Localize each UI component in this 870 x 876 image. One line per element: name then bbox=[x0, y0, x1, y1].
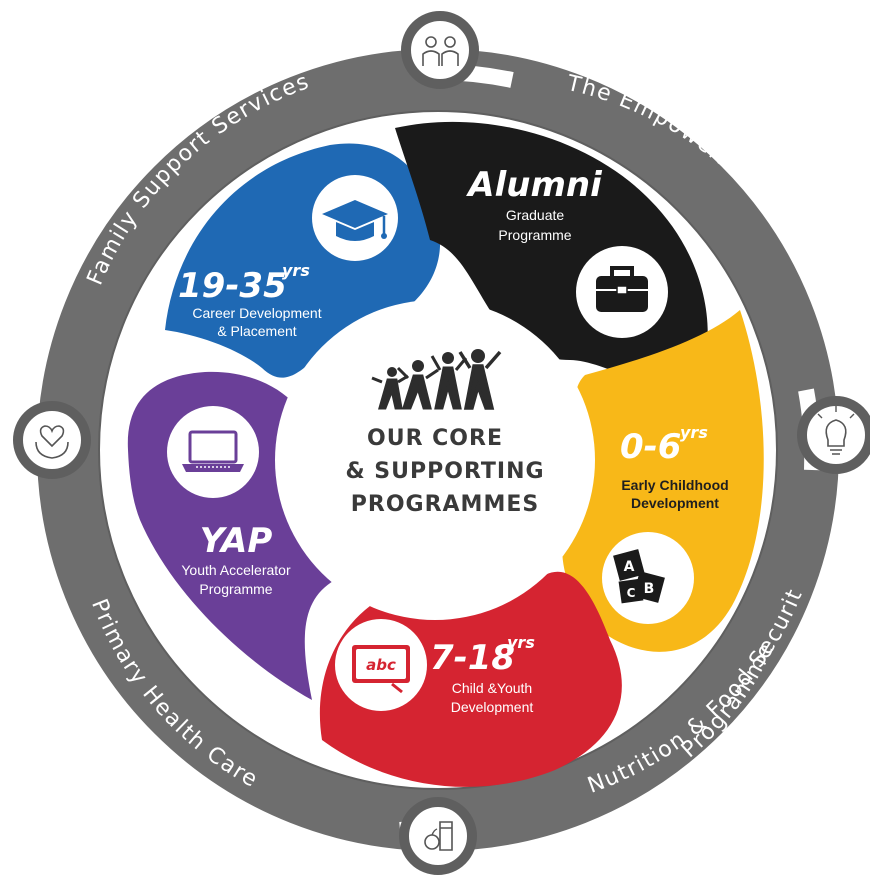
yap-line2: Programme bbox=[199, 581, 272, 597]
yap-title: YAP bbox=[200, 521, 273, 561]
svg-text:A: A bbox=[624, 559, 635, 575]
ecd-line1: Early Childhood bbox=[621, 477, 728, 493]
laptop-icon bbox=[167, 406, 259, 498]
ecd-unit: yrs bbox=[680, 423, 708, 442]
chalkboard-abc-icon: abc bbox=[335, 619, 427, 711]
career-line1: Career Development bbox=[192, 305, 321, 321]
center-disc bbox=[275, 300, 595, 620]
svg-text:B: B bbox=[644, 581, 655, 597]
career-age: 19-35 bbox=[178, 266, 287, 306]
dancing-figures-icon bbox=[371, 349, 502, 410]
briefcase-icon bbox=[576, 246, 668, 338]
child-age: 7-18 bbox=[430, 638, 515, 678]
child-unit: yrs bbox=[507, 633, 535, 652]
center-title-line3: PROGRAMMES bbox=[351, 492, 539, 517]
graduation-cap-icon bbox=[312, 175, 398, 261]
career-unit: yrs bbox=[282, 261, 310, 280]
ecd-age: 0-6 bbox=[620, 427, 681, 467]
lightbulb-icon bbox=[797, 396, 870, 474]
career-line2: & Placement bbox=[217, 323, 296, 339]
alumni-line2: Programme bbox=[498, 227, 571, 243]
abc-blocks-icon: A B C bbox=[602, 532, 694, 624]
center-title-line2: & SUPPORTING bbox=[345, 459, 544, 484]
alumni-line1: Graduate bbox=[506, 207, 565, 223]
svg-text:C: C bbox=[627, 586, 636, 600]
center-title-line1: OUR CORE bbox=[367, 426, 503, 451]
child-line2: Development bbox=[451, 699, 534, 715]
family-icon bbox=[401, 11, 479, 89]
food-icon bbox=[399, 797, 477, 875]
yap-line1: Youth Accelerator bbox=[181, 562, 291, 578]
ecd-line2: Development bbox=[631, 495, 719, 511]
alumni-title: Alumni bbox=[465, 165, 603, 205]
svg-text:abc: abc bbox=[366, 656, 396, 674]
child-line1: Child &Youth bbox=[452, 680, 532, 696]
health-hands-icon bbox=[13, 401, 91, 479]
